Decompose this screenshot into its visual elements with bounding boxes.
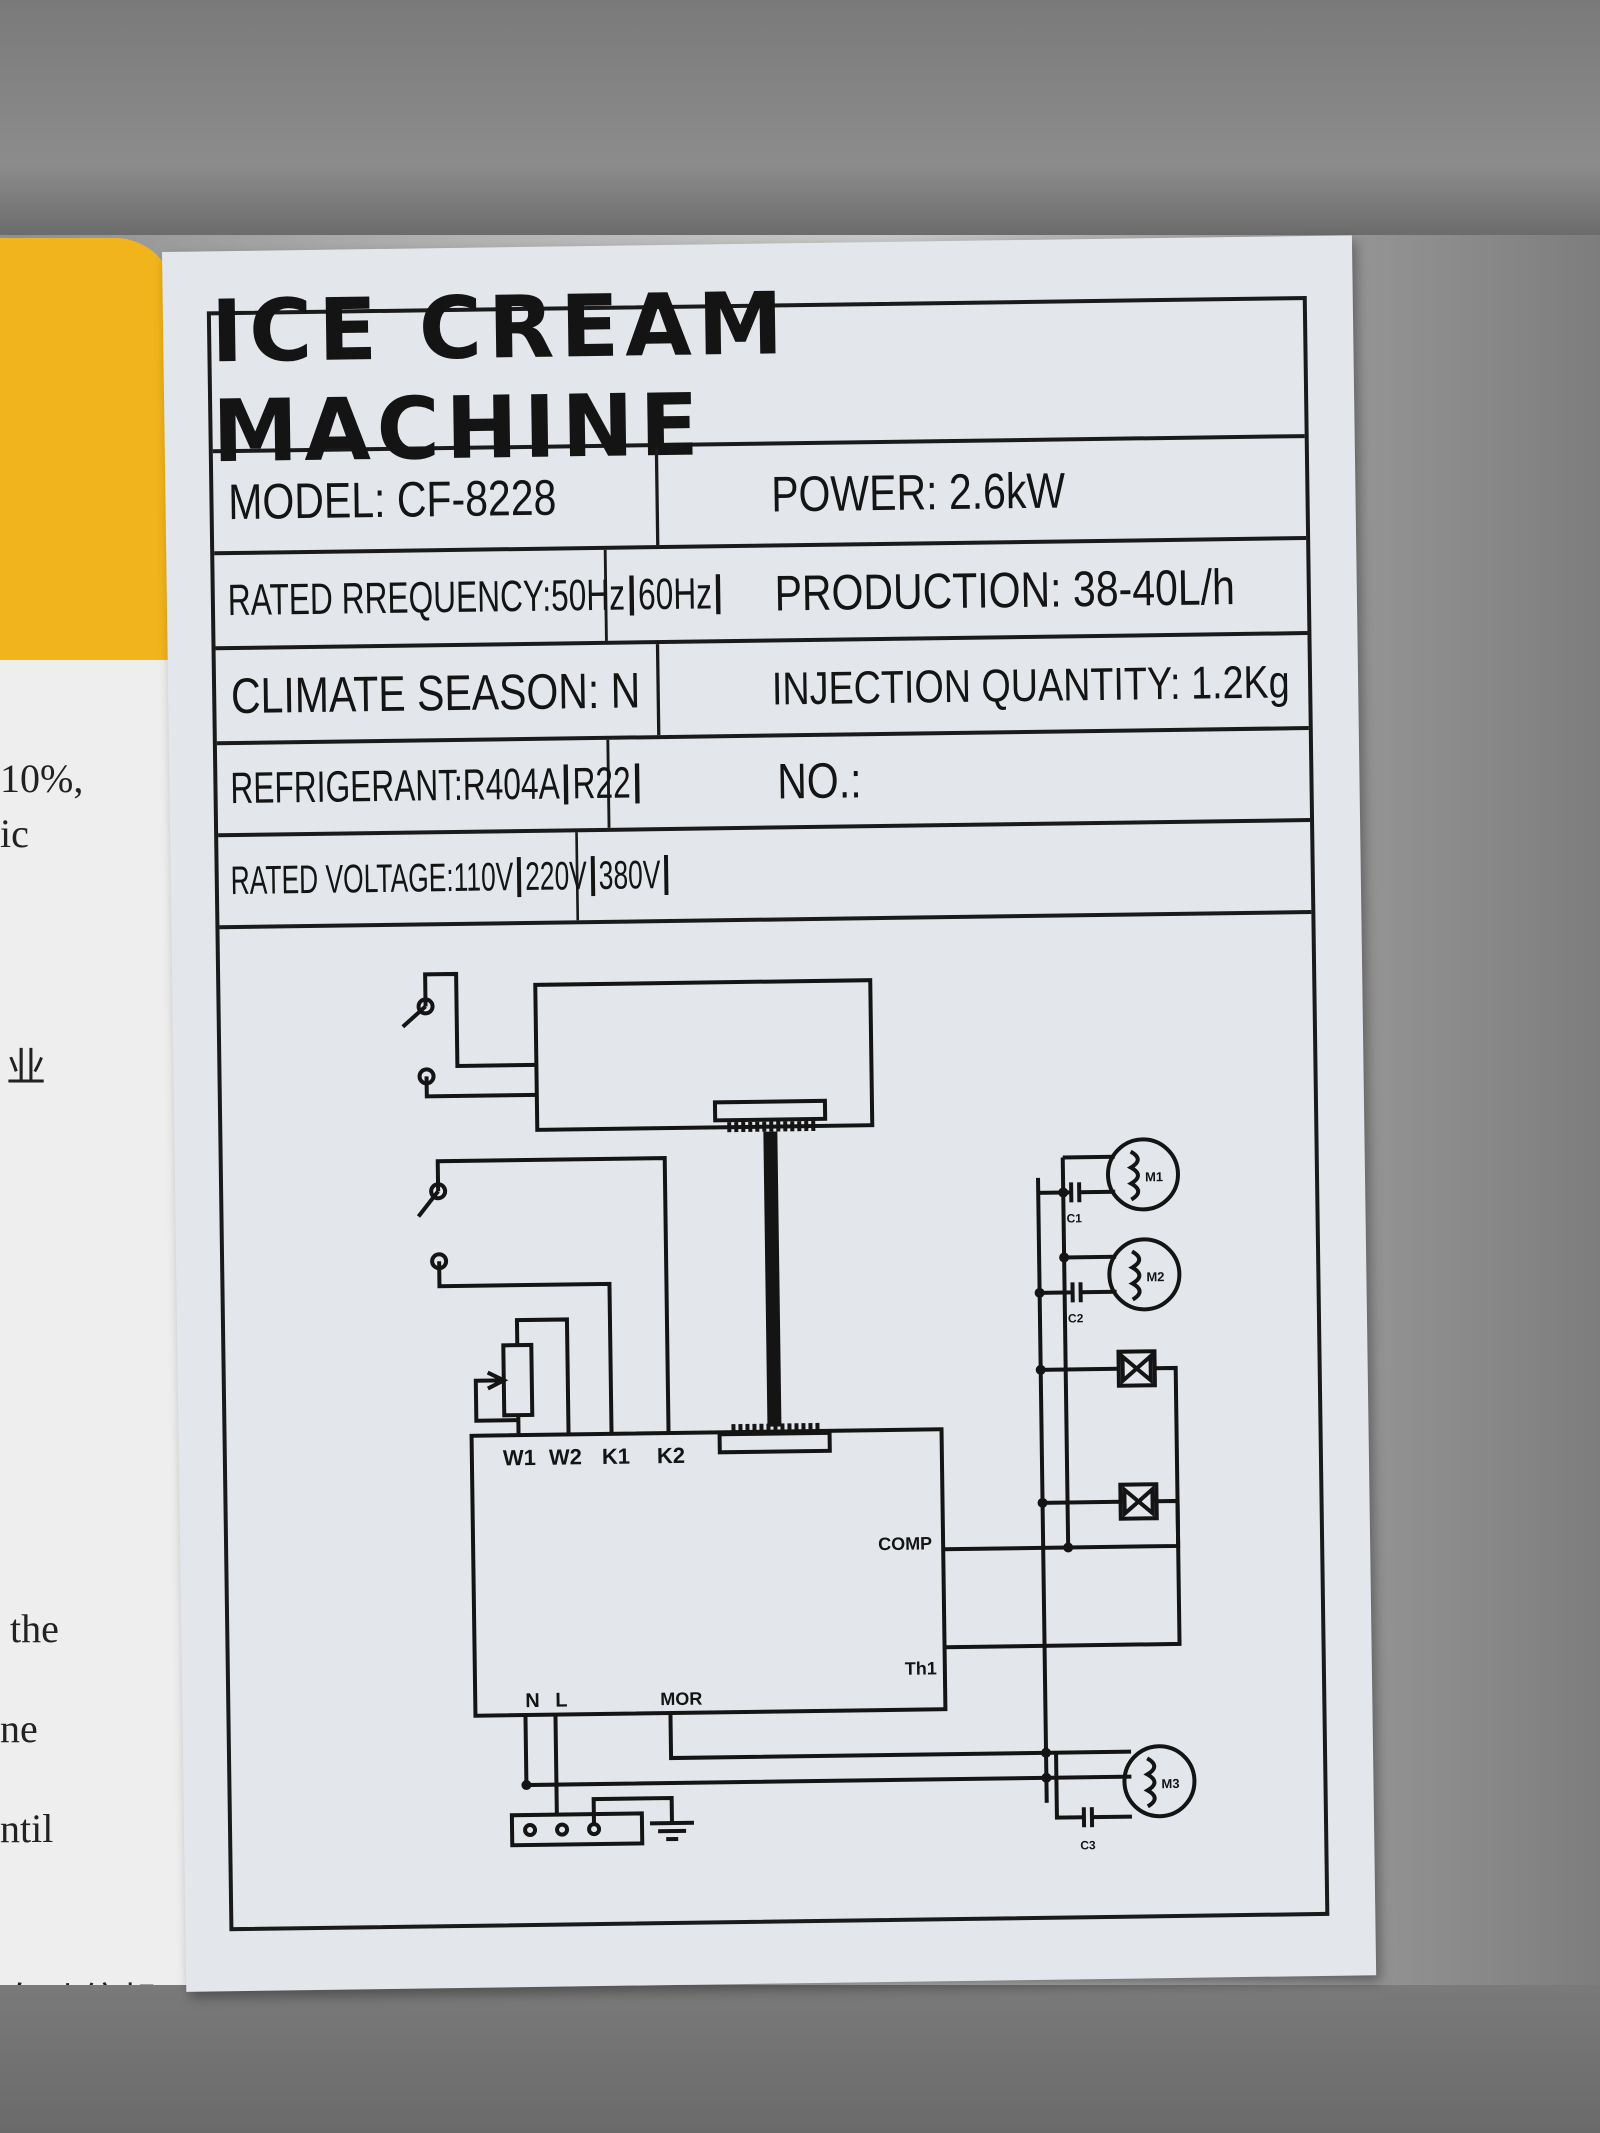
spec-row-model: MODEL: CF-8228 POWER: 2.6kW <box>212 438 1307 556</box>
second-switch <box>416 1156 671 1434</box>
checkbox-380v <box>664 854 669 896</box>
wiring-diagram: W1 W2 K1 K2 COMP Th1 N L MOR <box>401 971 1197 1852</box>
number-label: NO.: <box>776 752 862 810</box>
paper-line: ic <box>0 811 29 856</box>
ribbon-cable <box>763 1131 782 1427</box>
power-label: POWER: 2.6kW <box>770 462 1066 523</box>
cap-c2-label: C2 <box>1068 1311 1084 1325</box>
power-terminal-block <box>509 1714 674 1848</box>
top-connector <box>712 1098 828 1123</box>
control-board <box>469 1427 948 1718</box>
terminal-l: L <box>555 1689 568 1711</box>
ground-icon <box>649 1813 695 1842</box>
production-label: PRODUCTION: 38-40L/h <box>774 558 1236 621</box>
terminal-w1: W1 <box>503 1445 536 1470</box>
refrigerant-label: REFRIGERANT: <box>230 760 464 814</box>
steel-top-edge <box>0 0 1600 235</box>
nameplate: ICE CREAM MACHINE MODEL: CF-8228 POWER: … <box>162 235 1377 1992</box>
bus-line-a <box>1036 1177 1049 1803</box>
paper-line: 10%, <box>0 756 84 801</box>
bus-line-b <box>1060 1157 1071 1548</box>
bottom-connector <box>717 1430 832 1455</box>
cap-c3-label: C3 <box>1080 1838 1096 1852</box>
voltage-option-220: 220V <box>524 853 588 899</box>
terminal-k1: K1 <box>602 1444 630 1469</box>
connector-teeth <box>731 1422 820 1435</box>
checkbox-220v <box>590 856 596 897</box>
paper-line: ntil <box>0 1806 54 1851</box>
spec-row-climate: CLIMATE SEASON: N INJECTION QUANTITY: 1.… <box>215 635 1309 746</box>
solenoid-valve-icon <box>1118 1482 1159 1521</box>
connector-teeth <box>727 1120 816 1133</box>
terminal-k2: K2 <box>657 1443 685 1468</box>
frequency-cell: RATED RREQUENCY: 50Hz 60Hz <box>214 549 721 647</box>
motor-m2-label: M2 <box>1146 1269 1164 1284</box>
injection-label: INJECTION QUANTITY: 1.2Kg <box>771 654 1290 715</box>
valve-1 <box>943 1349 1181 1552</box>
spec-row-voltage: RATED VOLTAGE: 110V 220V 380V <box>218 822 1312 930</box>
freq-option-50: 50Hz <box>550 570 626 621</box>
model-label: MODEL: CF-8228 <box>212 447 660 552</box>
checkbox-r22 <box>634 763 640 804</box>
frequency-label: RATED RREQUENCY: <box>227 571 552 625</box>
refrigerant-option-r22: R22 <box>572 758 632 809</box>
cap-c1-label: C1 <box>1066 1211 1082 1225</box>
paper-line: the <box>10 1606 59 1651</box>
terminal-n: N <box>525 1690 540 1712</box>
nameplate-title: ICE CREAM MACHINE <box>210 274 1305 482</box>
potentiometer <box>473 1317 571 1436</box>
motor-m2-icon <box>1107 1237 1182 1312</box>
motor-m1-label: M1 <box>1145 1169 1163 1184</box>
paper-line: 业 <box>6 1045 46 1090</box>
steel-bottom <box>0 1985 1600 2133</box>
spec-row-refrigerant: REFRIGERANT: R404A R22 NO.: <box>216 730 1311 838</box>
terminal-w2: W2 <box>549 1444 582 1469</box>
top-switch <box>401 971 537 1099</box>
motor-m2-group <box>1039 1237 1182 1312</box>
blank-cell <box>763 823 1213 917</box>
checkbox-110v <box>516 857 522 898</box>
yellow-sticker <box>0 238 175 668</box>
comp-label: COMP <box>878 1533 932 1554</box>
paper-line: ne <box>0 1706 38 1751</box>
checkbox-r404a <box>563 764 569 805</box>
motor-m3-label: M3 <box>1161 1776 1179 1791</box>
checkbox-60hz <box>716 573 721 614</box>
valve-2 <box>944 1482 1182 1650</box>
junction-dots <box>521 1187 1074 1791</box>
motor-m3-icon <box>1122 1744 1197 1819</box>
nameplate-frame: ICE CREAM MACHINE MODEL: CF-8228 POWER: … <box>206 274 1330 1932</box>
voltage-option-380: 380V <box>598 852 661 898</box>
spec-row-frequency: RATED RREQUENCY: 50Hz 60Hz PRODUCTION: 3… <box>214 540 1308 651</box>
voltage-cell: RATED VOLTAGE: 110V 220V 380V <box>218 832 669 926</box>
mor-label: MOR <box>660 1689 702 1710</box>
th1-label: Th1 <box>905 1658 937 1678</box>
checkbox-50hz <box>629 574 634 616</box>
freq-option-60: 60Hz <box>637 568 713 619</box>
voltage-option-110: 110V <box>453 854 514 900</box>
display-board <box>533 978 875 1132</box>
motor-m1-icon <box>1105 1137 1180 1212</box>
motor-m1-group <box>1038 1137 1180 1212</box>
climate-label: CLIMATE SEASON: N <box>215 644 661 742</box>
refrigerant-option-r404a: R404A <box>462 759 560 810</box>
refrigerant-cell: REFRIGERANT: R404A R22 <box>216 739 640 834</box>
voltage-label: RATED VOLTAGE: <box>230 855 454 903</box>
